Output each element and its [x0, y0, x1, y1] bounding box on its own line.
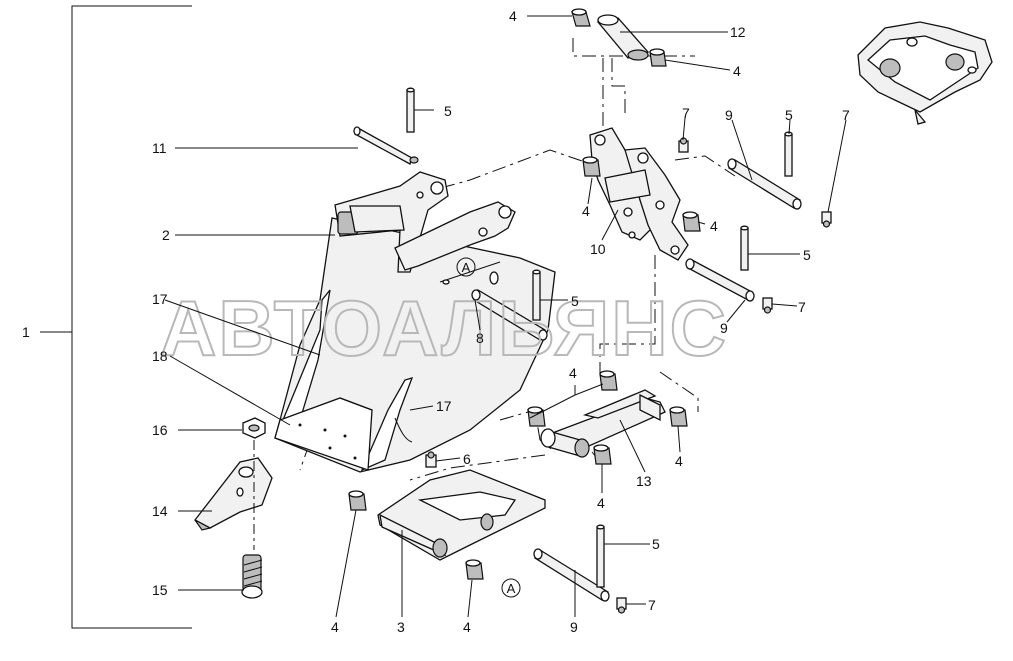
callout-4b: 4 [733, 63, 741, 79]
callout-5d: 5 [571, 293, 579, 309]
callout-5a: 5 [444, 103, 452, 119]
detail-marker-top: A [456, 257, 476, 277]
pin-9-lower [533, 548, 610, 602]
callout-4d: 4 [710, 218, 718, 234]
pin-11 [353, 126, 419, 165]
callout-17b: 17 [436, 398, 452, 414]
callout-7d: 7 [648, 597, 656, 613]
callout-17a: 17 [152, 291, 168, 307]
bushing-4-plate-left [348, 490, 367, 511]
callout-4g: 4 [597, 495, 605, 511]
callout-11: 11 [152, 140, 167, 156]
callout-9a: 9 [725, 107, 733, 123]
plate-3 [377, 469, 546, 561]
detail-marker-bottom-label: A [507, 581, 516, 596]
callout-4e: 4 [569, 365, 577, 381]
grease-fittings [425, 137, 832, 614]
pin-8 [471, 289, 548, 341]
bushings-4 [348, 8, 701, 580]
callout-5c: 5 [803, 247, 811, 263]
callout-4i: 4 [463, 619, 471, 635]
assembly-bracket [40, 5, 192, 629]
callout-18: 18 [152, 348, 168, 364]
bushing-4-top-left [571, 8, 591, 27]
callouts: 1 2 3 4 4 4 4 4 4 4 4 4 5 5 5 5 5 6 7 7 … [22, 8, 850, 635]
bushing-4-link-left [527, 406, 546, 427]
callout-16: 16 [152, 422, 168, 438]
callout-9c: 9 [570, 619, 578, 635]
grease-fitting-7-coupler [678, 137, 689, 153]
bushing-4-link-mid [593, 444, 612, 465]
pin-5-upper-right [784, 131, 793, 177]
callout-7a: 7 [682, 105, 690, 121]
coupler-thumbnail [857, 21, 993, 125]
pin-5-lower [596, 524, 605, 588]
callout-13: 13 [636, 473, 652, 489]
bushing-4-plate-right [465, 559, 484, 580]
detail-marker-top-label: A [462, 260, 471, 275]
callout-1: 1 [22, 324, 30, 340]
watermark: АВТОАЛЬЯНС [160, 284, 728, 372]
callout-14: 14 [152, 503, 168, 519]
callout-9b: 9 [720, 320, 728, 336]
pin-5-center [532, 269, 541, 321]
bushing-4-link-right [669, 406, 688, 427]
callout-3: 3 [397, 619, 405, 635]
pin-9-middle-right [685, 258, 755, 302]
detail-marker-bottom: A [501, 578, 521, 598]
callout-5b: 5 [785, 107, 793, 123]
callout-2: 2 [162, 227, 170, 243]
grease-fitting-7-middle [762, 297, 773, 314]
callout-15: 15 [152, 582, 168, 598]
callout-7b: 7 [842, 107, 850, 123]
pin-5-upper-left [406, 87, 415, 133]
bushing-4-coupler-left [582, 156, 601, 177]
callout-7c: 7 [798, 299, 806, 315]
callout-8: 8 [476, 330, 484, 346]
callout-4f: 4 [675, 453, 683, 469]
callout-6: 6 [463, 451, 471, 467]
link-13 [540, 389, 666, 458]
bushing-4-top-right [649, 48, 667, 67]
pin-9-upper-right [727, 158, 802, 210]
bushing-4-link-top [599, 370, 618, 391]
callout-12: 12 [730, 24, 746, 40]
pin-5-middle-right [740, 225, 749, 271]
grease-fitting-7-lower [616, 597, 627, 614]
callout-4c: 4 [582, 203, 590, 219]
callout-4h: 4 [331, 619, 339, 635]
tooth-assembly [194, 417, 273, 599]
bucket-body [274, 171, 556, 473]
coupler-10 [589, 127, 689, 261]
pin-12 [596, 14, 650, 61]
leader-lines [164, 15, 847, 618]
grease-fitting-7-right [821, 211, 832, 228]
bushing-4-coupler-right [682, 211, 701, 232]
callout-4a: 4 [509, 8, 517, 24]
grease-fitting-6 [425, 451, 437, 468]
callout-5e: 5 [652, 536, 660, 552]
callout-10: 10 [590, 241, 606, 257]
